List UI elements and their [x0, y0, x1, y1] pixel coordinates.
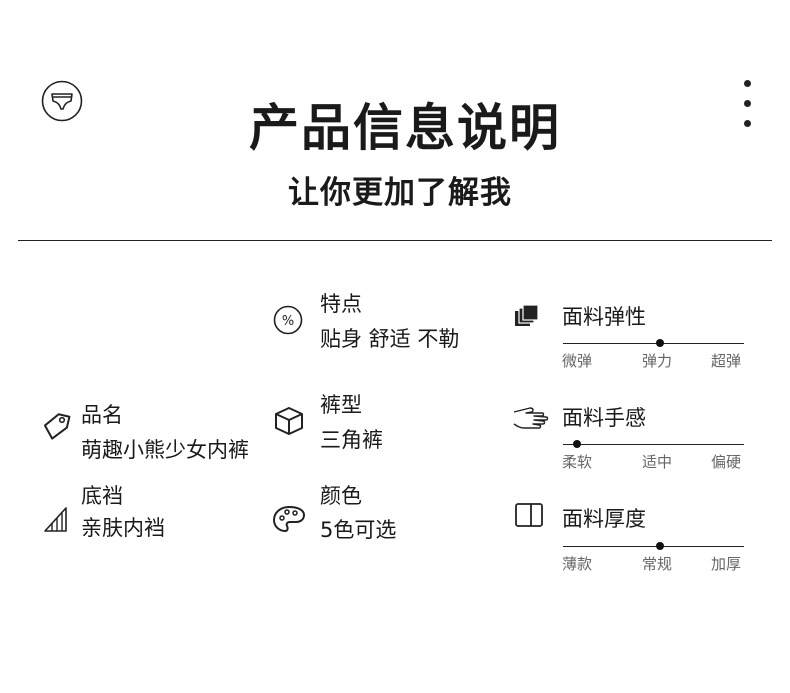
box-icon — [272, 404, 306, 438]
book-thickness-icon — [514, 502, 548, 536]
elasticity-tick-high: 超弹 — [711, 352, 742, 370]
hand-feel-tick-high: 偏硬 — [711, 453, 742, 471]
palette-icon — [272, 504, 306, 538]
underwear-icon — [41, 80, 83, 122]
more-menu-icon[interactable] — [738, 76, 758, 136]
hand-touch-icon — [512, 404, 549, 438]
hand-feel-tick-mid: 适中 — [642, 453, 673, 471]
percent-icon: % — [272, 304, 306, 338]
feature-value: 贴身 舒适 不勒 — [320, 327, 460, 351]
divider — [18, 240, 772, 241]
hand-feel-tick-low: 柔软 — [562, 453, 593, 471]
elasticity-scale-marker — [656, 339, 664, 347]
feature-label: 特点 — [320, 292, 362, 316]
hand-feel-scale-marker — [573, 440, 581, 448]
hand-feel-scale-track — [563, 444, 744, 445]
color-label: 颜色 — [320, 484, 362, 508]
crotch-value: 亲肤内裆 — [81, 516, 165, 540]
fabric-layers-icon — [514, 304, 548, 338]
tag-icon — [40, 410, 74, 444]
name-label: 品名 — [81, 403, 123, 427]
crotch-label: 底裆 — [81, 484, 123, 508]
elasticity-scale-title: 面料弹性 — [562, 305, 646, 329]
style-label: 裤型 — [320, 393, 362, 417]
style-value: 三角裤 — [320, 428, 383, 452]
thickness-scale-marker — [656, 542, 664, 550]
thickness-scale-track — [563, 546, 744, 547]
name-value: 萌趣小熊少女内裤 — [81, 438, 249, 462]
thickness-tick-low: 薄款 — [562, 555, 593, 573]
thickness-scale-title: 面料厚度 — [562, 507, 646, 531]
thickness-tick-mid: 常规 — [642, 555, 673, 573]
elasticity-tick-mid: 弹力 — [642, 352, 673, 370]
hand-feel-scale-title: 面料手感 — [562, 406, 646, 430]
elasticity-tick-low: 微弹 — [562, 352, 593, 370]
svg-text:%: % — [282, 314, 294, 329]
page-title: 产品信息说明 — [249, 98, 561, 157]
thickness-tick-high: 加厚 — [711, 555, 742, 573]
elasticity-scale-track — [563, 343, 744, 344]
ruler-triangle-icon — [42, 504, 76, 538]
page-subtitle: 让你更加了解我 — [288, 175, 512, 211]
color-value: 5色可选 — [320, 518, 397, 542]
